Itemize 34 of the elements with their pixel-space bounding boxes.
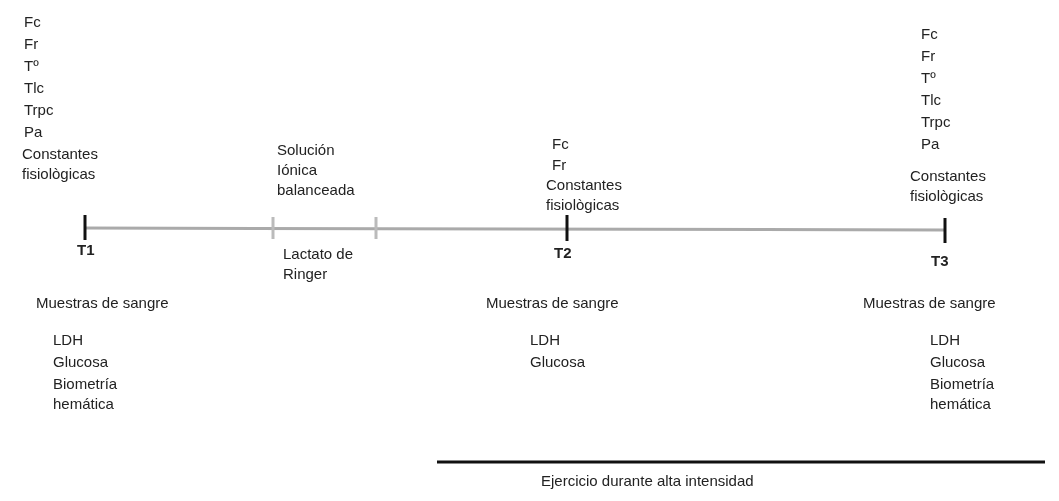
label-text: T1 <box>77 240 95 260</box>
label-text: Fc <box>921 24 938 44</box>
label-text: Biometría hemática <box>930 374 996 414</box>
label-text: Fr <box>24 34 39 54</box>
label-text: Tº <box>921 68 936 88</box>
label-text: Constantes fisiològicas <box>910 166 987 206</box>
label-text: Glucosa <box>53 352 109 372</box>
label-text: Solución Iónica balanceada <box>277 140 356 200</box>
label-text: Glucosa <box>530 352 586 372</box>
label-text: Pa <box>921 134 940 154</box>
label-text: Pa <box>24 122 43 142</box>
label-text: Tº <box>24 56 39 76</box>
label-text: Fr <box>552 155 567 175</box>
label-text: Ejercicio durante alta intensidad <box>541 471 754 491</box>
label-text: Muestras de sangre <box>863 293 996 313</box>
label-text: LDH <box>53 330 83 350</box>
label-text: T3 <box>931 251 949 271</box>
label-text: Trpc <box>24 100 54 120</box>
label-text: Lactato de Ringer <box>283 244 355 284</box>
label-text: Constantes fisiològicas <box>546 175 623 215</box>
label-text: Trpc <box>921 112 951 132</box>
label-text: LDH <box>930 330 960 350</box>
label-text: Muestras de sangre <box>486 293 619 313</box>
label-text: Glucosa <box>930 352 986 372</box>
label-text: Tlc <box>24 78 44 98</box>
label-text: Fc <box>24 12 41 32</box>
label-text: Tlc <box>921 90 941 110</box>
label-text: Muestras de sangre <box>36 293 169 313</box>
label-text: Constantes fisiològicas <box>22 144 99 184</box>
label-text: LDH <box>530 330 560 350</box>
label-text: Biometría hemática <box>53 374 119 414</box>
label-text: Fr <box>921 46 936 66</box>
label-text: T2 <box>554 243 572 263</box>
label-text: Fc <box>552 134 569 154</box>
